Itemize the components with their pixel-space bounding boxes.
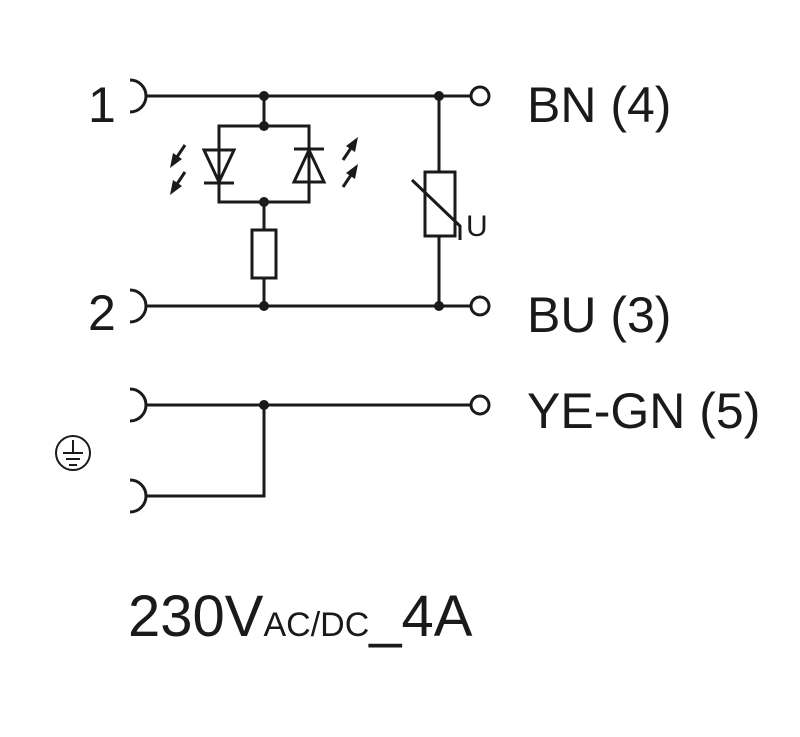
wire-label-ye-gn: YE-GN (5) — [527, 383, 760, 439]
rating-tail: _4A — [368, 584, 473, 649]
junction-dot — [259, 121, 269, 131]
terminal-ye-gn-icon — [469, 394, 491, 416]
junction-dot — [259, 301, 269, 311]
pin-2-label: 2 — [88, 285, 116, 341]
rating-sub: AC/DC — [263, 606, 369, 644]
contact-pe-a-icon — [129, 387, 148, 423]
wire-label-bn: BN (4) — [527, 77, 671, 133]
pin-1-label: 1 — [88, 77, 116, 133]
led-bridge — [170, 96, 358, 230]
terminal-bu-icon — [469, 295, 491, 317]
varistor-icon — [410, 96, 462, 306]
protective-earth-icon — [55, 435, 91, 471]
led-right-icon — [291, 146, 327, 184]
varistor-label: U — [466, 210, 488, 243]
wire-label-bu: BU (3) — [527, 287, 671, 343]
terminal-bn-icon — [469, 85, 491, 107]
resistor-icon — [250, 228, 278, 280]
led-left-icon — [201, 148, 237, 186]
junction-dot — [434, 91, 444, 101]
junction-dot — [259, 197, 269, 207]
junction-dot — [259, 91, 269, 101]
junction-dot — [434, 301, 444, 311]
pe-link-wire — [146, 405, 266, 498]
rating-label: 230VAC/DC_4A — [128, 584, 473, 649]
junction-dot — [259, 400, 269, 410]
contact-2-icon — [129, 288, 148, 324]
contact-1-icon — [129, 78, 148, 114]
rating-main: 230V — [128, 584, 264, 649]
light-arrows-right-icon — [341, 137, 358, 188]
light-arrows-left-icon — [170, 144, 187, 195]
contact-pe-b-icon — [129, 478, 148, 514]
